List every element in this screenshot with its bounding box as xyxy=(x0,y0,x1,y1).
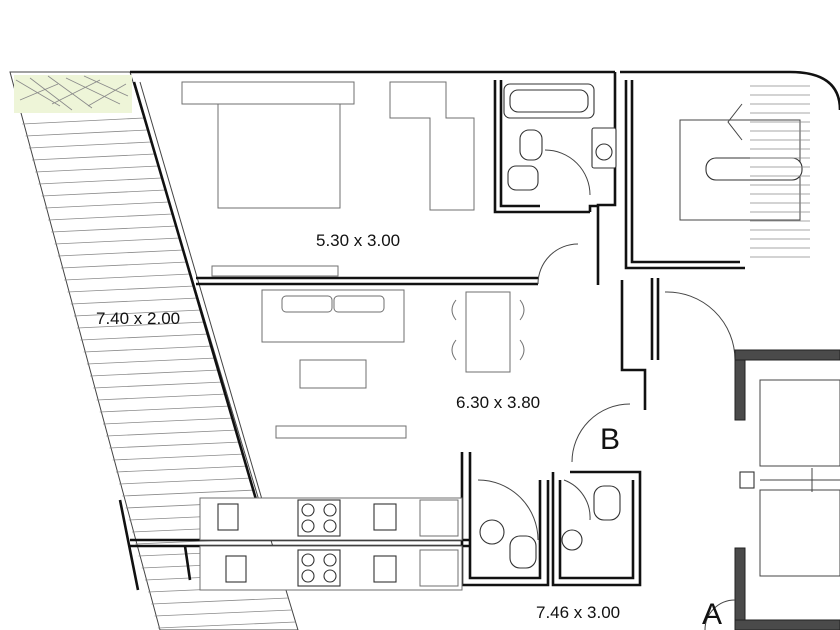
decking-board xyxy=(22,117,144,125)
lift-shaft xyxy=(759,489,840,577)
decking-board xyxy=(73,309,202,317)
sink-icon xyxy=(217,503,239,531)
entry-door-swing-b xyxy=(571,403,631,463)
decking-board xyxy=(64,273,191,281)
burner-icon xyxy=(301,519,315,533)
bedroom-console xyxy=(211,265,339,277)
decking-board xyxy=(90,369,220,377)
decking-board xyxy=(35,165,159,173)
living-door-swing xyxy=(537,243,579,285)
decking-board xyxy=(112,453,246,461)
decking-board xyxy=(70,297,199,305)
decking-board xyxy=(61,261,188,269)
burner-icon xyxy=(323,519,337,533)
headboard-shelf xyxy=(181,81,355,105)
unit-label-a: A xyxy=(702,598,722,630)
decking-board xyxy=(86,357,217,365)
bathrooms-bottom xyxy=(477,479,621,569)
sink-icon xyxy=(561,529,583,551)
room-dimension-bottom: 7.46 x 3.00 xyxy=(536,603,620,622)
room-dimension-living: 6.30 x 3.80 xyxy=(456,393,540,412)
decking-board xyxy=(77,321,206,329)
lift-shaft xyxy=(759,379,840,467)
burner-icon xyxy=(301,569,315,583)
bathroom-top xyxy=(503,83,617,196)
burner-icon xyxy=(301,553,315,567)
room-dimension-terrace: 7.40 x 2.00 xyxy=(96,309,180,328)
burner-icon xyxy=(323,503,337,517)
sink-icon xyxy=(373,555,397,583)
toilet-icon xyxy=(593,485,621,521)
sink-icon xyxy=(225,555,247,583)
decking-board xyxy=(38,177,162,185)
bidet-icon xyxy=(507,165,539,191)
kitchen xyxy=(199,497,463,591)
decking-board xyxy=(102,417,235,425)
decking-board xyxy=(154,609,292,617)
toilet-icon xyxy=(509,535,537,569)
decking-board xyxy=(119,477,253,485)
room-dimension-bedroom: 5.30 x 3.00 xyxy=(316,231,400,250)
wardrobe xyxy=(389,81,475,211)
decking-board xyxy=(25,129,148,137)
coffee-table xyxy=(299,359,367,389)
stair-landing-handrail xyxy=(705,157,803,181)
terrace-glazing-inner xyxy=(139,81,269,521)
decking-board xyxy=(44,201,170,209)
terrace-planting xyxy=(14,75,132,113)
decking-board xyxy=(48,213,173,221)
decking-board xyxy=(93,381,224,389)
decking-board xyxy=(41,189,166,197)
dining-table xyxy=(465,291,511,373)
decking-board xyxy=(67,285,195,293)
burner-icon xyxy=(301,503,315,517)
decking-board xyxy=(157,621,296,629)
bedroom-furniture xyxy=(181,81,475,277)
tv-console xyxy=(275,425,407,439)
bathroom-door-swing xyxy=(477,479,539,541)
decking-board xyxy=(122,489,256,497)
stair-direction-arrow-icon xyxy=(727,103,743,141)
decking-board xyxy=(83,345,213,353)
entry-door-swing-a xyxy=(704,599,736,630)
stair-treads xyxy=(750,85,810,258)
decking-board xyxy=(99,405,231,413)
unit-label-b: B xyxy=(600,423,620,456)
terrace-glazing-line xyxy=(132,81,264,521)
fridge xyxy=(419,499,459,537)
burner-icon xyxy=(323,553,337,567)
decking-board xyxy=(106,429,238,437)
decking-board xyxy=(109,441,242,449)
terrace xyxy=(9,71,299,630)
decking-board xyxy=(54,237,180,245)
bathroom-door-swing xyxy=(563,479,591,521)
decking-board xyxy=(96,393,227,401)
living-furniture xyxy=(261,243,736,463)
decking-board xyxy=(80,333,209,341)
bathroom-door-swing xyxy=(544,149,591,196)
dining-chairs xyxy=(451,299,525,361)
decking-board xyxy=(32,153,155,161)
toilet-icon xyxy=(519,129,543,161)
decking-board xyxy=(57,249,184,257)
corridor-door-swing xyxy=(664,291,736,361)
building-core xyxy=(704,349,840,630)
decking-board xyxy=(51,225,177,233)
fridge xyxy=(419,549,459,587)
burner-icon xyxy=(323,569,337,583)
terrace-decking xyxy=(22,117,296,629)
decking-board xyxy=(151,597,289,605)
bed xyxy=(217,103,341,209)
staircase xyxy=(679,85,810,258)
sink-icon xyxy=(479,519,505,545)
terrace-outline xyxy=(9,71,299,630)
decking-board xyxy=(28,141,152,149)
sink-icon xyxy=(373,503,397,531)
decking-board xyxy=(115,465,249,473)
